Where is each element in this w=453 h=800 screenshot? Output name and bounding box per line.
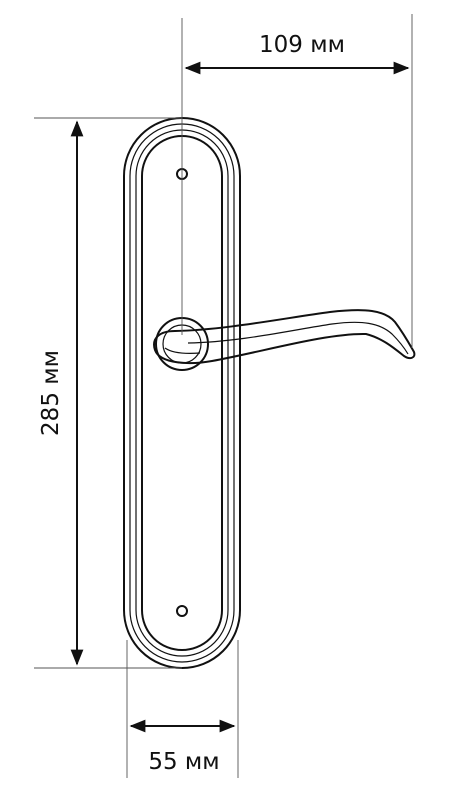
screw-hole-bottom <box>176 605 188 617</box>
dim-label-width-top: 109 мм <box>259 32 345 58</box>
dim-label-width-bottom: 55 мм <box>148 749 219 775</box>
dim-label-height-left: 285 мм <box>38 350 64 436</box>
lever-handle <box>153 309 416 365</box>
